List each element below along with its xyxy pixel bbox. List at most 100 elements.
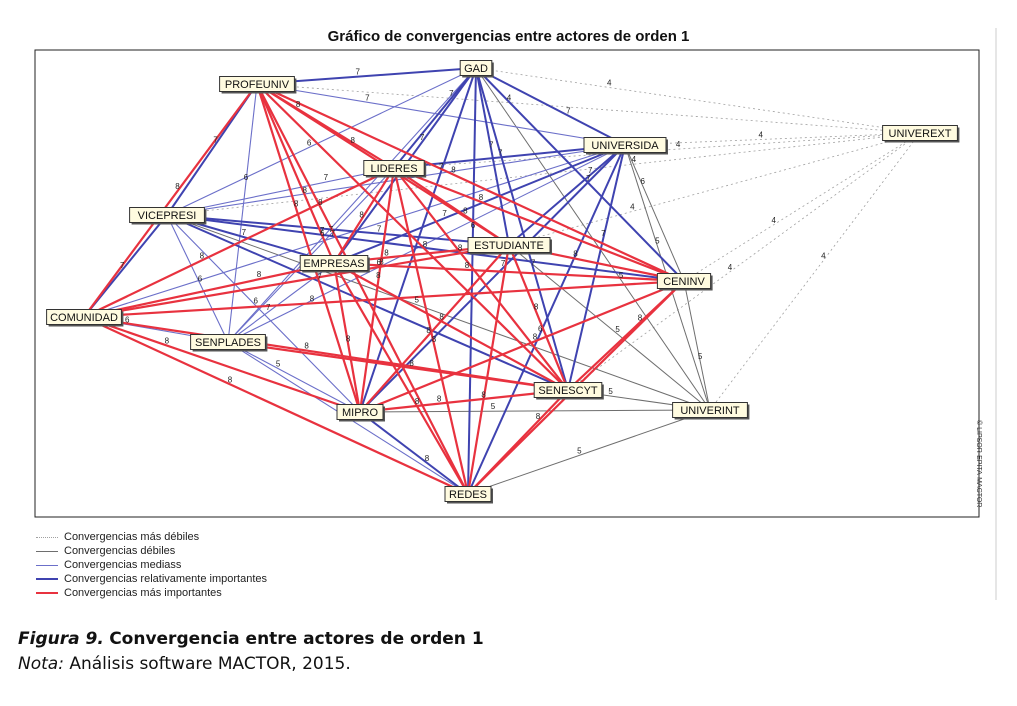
edge-universida-univerext [624,132,921,146]
edge-vicepresi-univerint [166,214,711,411]
edge-senescyt-univerext [567,132,921,391]
edge-senescyt-mipro [359,388,569,414]
edge-value-label: 7 [489,140,494,149]
edge-vicepresi-estudiante [166,214,510,246]
edge-lideres-ceninv [393,166,685,283]
edge-profeuniv-univerext [256,83,921,134]
edge-value-label: 7 [365,93,370,102]
node-box [336,404,384,420]
edge-value-label: 8 [423,240,428,249]
edge-value-label: 7 [324,173,329,182]
edge-value-label: 8 [346,334,351,343]
edge-value-label: 4 [607,79,612,88]
edge-value-label: 8 [318,198,323,207]
node-label: VICEPRESI [138,210,197,222]
edge-value-label: 8 [257,270,262,279]
edge-value-label: 7 [120,261,125,270]
legend-label: Convergencias más importantes [64,587,222,599]
edge-value-label: 5 [698,352,703,361]
edge-comunidad-mipro [83,315,361,414]
edge-ceninv-mipro [359,279,685,414]
edge-value-label: 6 [640,177,645,186]
edge-universida-senplades [227,144,626,343]
edge-vicepresi-ceninv [166,214,685,282]
node-label: UNIVEREXT [889,128,952,140]
edge-value-label: 8 [533,332,538,341]
edge-value-label: 4 [821,251,826,260]
node-label: EMPRESAS [303,258,364,270]
edge-value-label: 7 [586,174,591,183]
edge-profeuniv-ceninv [256,83,685,282]
edge-value-label: 8 [439,312,444,321]
edge-universida-ceninv [624,144,685,282]
edge-value-label: 4 [507,94,512,103]
edge-value-label: 6 [254,297,259,306]
legend-label: Convergencias débiles [64,545,176,557]
edge-value-label: 7 [442,209,447,218]
nota-label: Nota: [18,654,64,674]
edge-lideres-empresas [333,167,395,264]
edges-layer [83,67,921,495]
node-empresas: EMPRESAS [299,255,370,273]
edge-gad-redes [467,67,477,495]
edge-value-label: 7 [588,166,593,175]
node-senescyt: SENESCYT [533,382,604,400]
edge-gad-vicepresi [166,67,477,216]
edge-value-label: 6 [307,138,312,147]
edge-lideres-mipro [358,167,396,413]
edge-senescyt-redes [467,389,569,495]
edge-value-label: 8 [379,258,384,267]
nota-text: Análisis software MACTOR, 2015. [69,654,351,674]
edge-comunidad-redes [83,316,469,495]
edge-value-label: 6 [244,173,249,182]
node-label: ESTUDIANTE [474,240,544,252]
node-label: CENINV [663,276,705,288]
edge-value-label: 8 [310,294,315,303]
edge-universida-senescyt [567,144,626,391]
legend-item-weak: Convergencias débiles [36,544,267,558]
edge-vicepresi-univerext [166,132,921,216]
node-box [363,160,425,176]
node-label: REDES [449,489,487,501]
edge-value-label: 8 [451,166,456,175]
edge-value-label: 5 [619,271,624,280]
node-box [533,382,603,398]
edge-value-label: 5 [577,446,582,455]
edge-value-label: 8 [384,249,389,258]
legend-item-weakest: Convergencias más débiles [36,530,267,544]
edge-value-label: 4 [758,130,763,139]
edge-value-label: 5 [615,325,620,334]
node-box [46,309,122,325]
edge-profeuniv-comunidad [83,83,258,318]
node-mipro: MIPRO [336,404,385,422]
edge-gad-senescyt [475,67,569,391]
edge-value-label: 5 [608,387,613,396]
node-gad: GAD [459,60,494,78]
edge-empresas-senescyt [333,262,569,391]
edge-value-label: 7 [501,259,506,268]
node-profeuniv: PROFEUNIV [219,76,297,94]
edge-value-label: 5 [276,360,281,369]
edge-gad-mipro [359,67,477,413]
edge-value-label: 4 [728,263,733,272]
node-box [583,137,667,153]
edge-universida-mipro [359,144,626,413]
node-label: UNIVERSIDA [591,140,659,152]
node-univerext: UNIVEREXT [882,125,960,143]
edge-empresas-ceninv [333,261,685,283]
node-box [882,125,958,141]
edge-value-label: 7 [420,133,425,142]
edge-vicepresi-mipro [166,214,361,413]
edge-value-label: 7 [566,107,571,116]
edge-value-label: 8 [573,250,578,259]
edge-value-label: 7 [317,273,322,282]
edge-value-label: 8 [165,337,170,346]
edge-value-label: 8 [351,136,356,145]
node-senplades: SENPLADES [190,334,268,352]
edge-senplades-mipro [227,341,361,413]
node-ceninv: CENINV [656,273,713,291]
edge-gad-ceninv [475,67,685,282]
legend-swatch-medium [36,564,58,566]
edge-estudiante-comunidad [83,243,510,319]
edge-value-label: 8 [200,251,205,260]
